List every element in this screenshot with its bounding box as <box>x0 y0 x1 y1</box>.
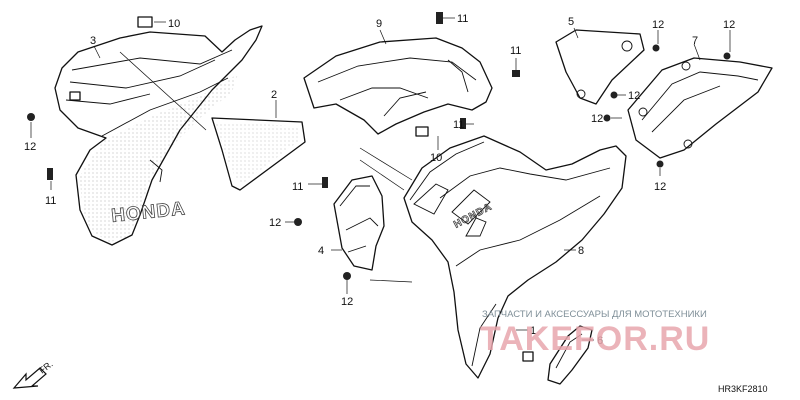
grommet <box>522 351 534 362</box>
bolt-11-left <box>47 168 53 180</box>
callout-numbers: 10 3 2 12 11 9 11 11 5 12 7 12 12 12 12 … <box>24 13 735 347</box>
callout-12-mid2: 12 <box>591 113 603 125</box>
upper-center-cover <box>303 37 493 135</box>
left-side-cover: HONDA <box>54 25 263 246</box>
screw-12-panel <box>652 44 660 52</box>
callout-1: 1 <box>530 325 536 337</box>
callout-12-cover: 12 <box>723 19 735 31</box>
watermark: ЗАПЧАСТИ И АКСЕССУАРЫ ДЛЯ МОТОТЕХНИКИ TA… <box>480 309 710 358</box>
watermark-caption: ЗАПЧАСТИ И АКСЕССУАРЫ ДЛЯ МОТОТЕХНИКИ <box>482 309 707 320</box>
bolt-11-top <box>436 12 443 24</box>
fasteners <box>27 12 731 280</box>
callout-11-left: 11 <box>45 195 56 207</box>
callout-5: 5 <box>568 16 574 28</box>
callout-12-bracket: 12 <box>269 217 281 229</box>
callout-6: 6 <box>597 335 603 347</box>
screw-12-bottom <box>656 160 664 168</box>
callout-10-top: 10 <box>168 18 180 30</box>
screw-12-bracket <box>294 218 302 226</box>
main-side-cover: HONDA <box>403 135 627 379</box>
front-direction-indicator: FR. <box>12 359 55 389</box>
watermark-logo: TAKEFOR.RU <box>480 320 710 358</box>
callout-7: 7 <box>692 35 698 47</box>
clip-center <box>415 126 429 137</box>
bolt-11-center <box>460 118 466 129</box>
callout-8: 8 <box>578 245 584 257</box>
right-cover <box>627 57 773 159</box>
side-bracket <box>333 175 385 271</box>
stripe-decal <box>211 117 306 191</box>
callout-12-bottom: 12 <box>654 181 666 193</box>
callout-12-panel: 12 <box>652 19 664 31</box>
direction-arrow-icon <box>12 367 47 389</box>
callout-2: 2 <box>271 89 277 101</box>
callout-10-center: 10 <box>430 152 442 164</box>
screw-12-lower <box>343 272 351 280</box>
callout-12-left: 12 <box>24 141 36 153</box>
callout-11-bracket: 11 <box>292 181 303 193</box>
small-panel <box>555 29 645 105</box>
bolt-11-right <box>512 70 520 77</box>
callout-11-right: 11 <box>510 45 521 57</box>
callout-3: 3 <box>90 35 96 47</box>
callout-12-mid: 12 <box>628 90 640 102</box>
screw-12-mid <box>610 91 618 99</box>
lower-trim-piece <box>547 325 593 385</box>
callout-11-top: 11 <box>457 13 468 25</box>
callout-4: 4 <box>318 245 324 257</box>
leader-lines <box>30 17 731 341</box>
callout-9: 9 <box>376 18 382 30</box>
diagram-code: HR3KF2810 <box>718 384 768 394</box>
clip-top <box>137 16 153 28</box>
screw-12-mid2 <box>603 114 611 122</box>
bolt-11-bracket <box>322 177 328 188</box>
callout-11-center: 11 <box>453 119 464 131</box>
screw-12-left <box>27 113 35 121</box>
screw-12-cover <box>723 52 731 60</box>
callout-12-lower: 12 <box>341 296 353 308</box>
